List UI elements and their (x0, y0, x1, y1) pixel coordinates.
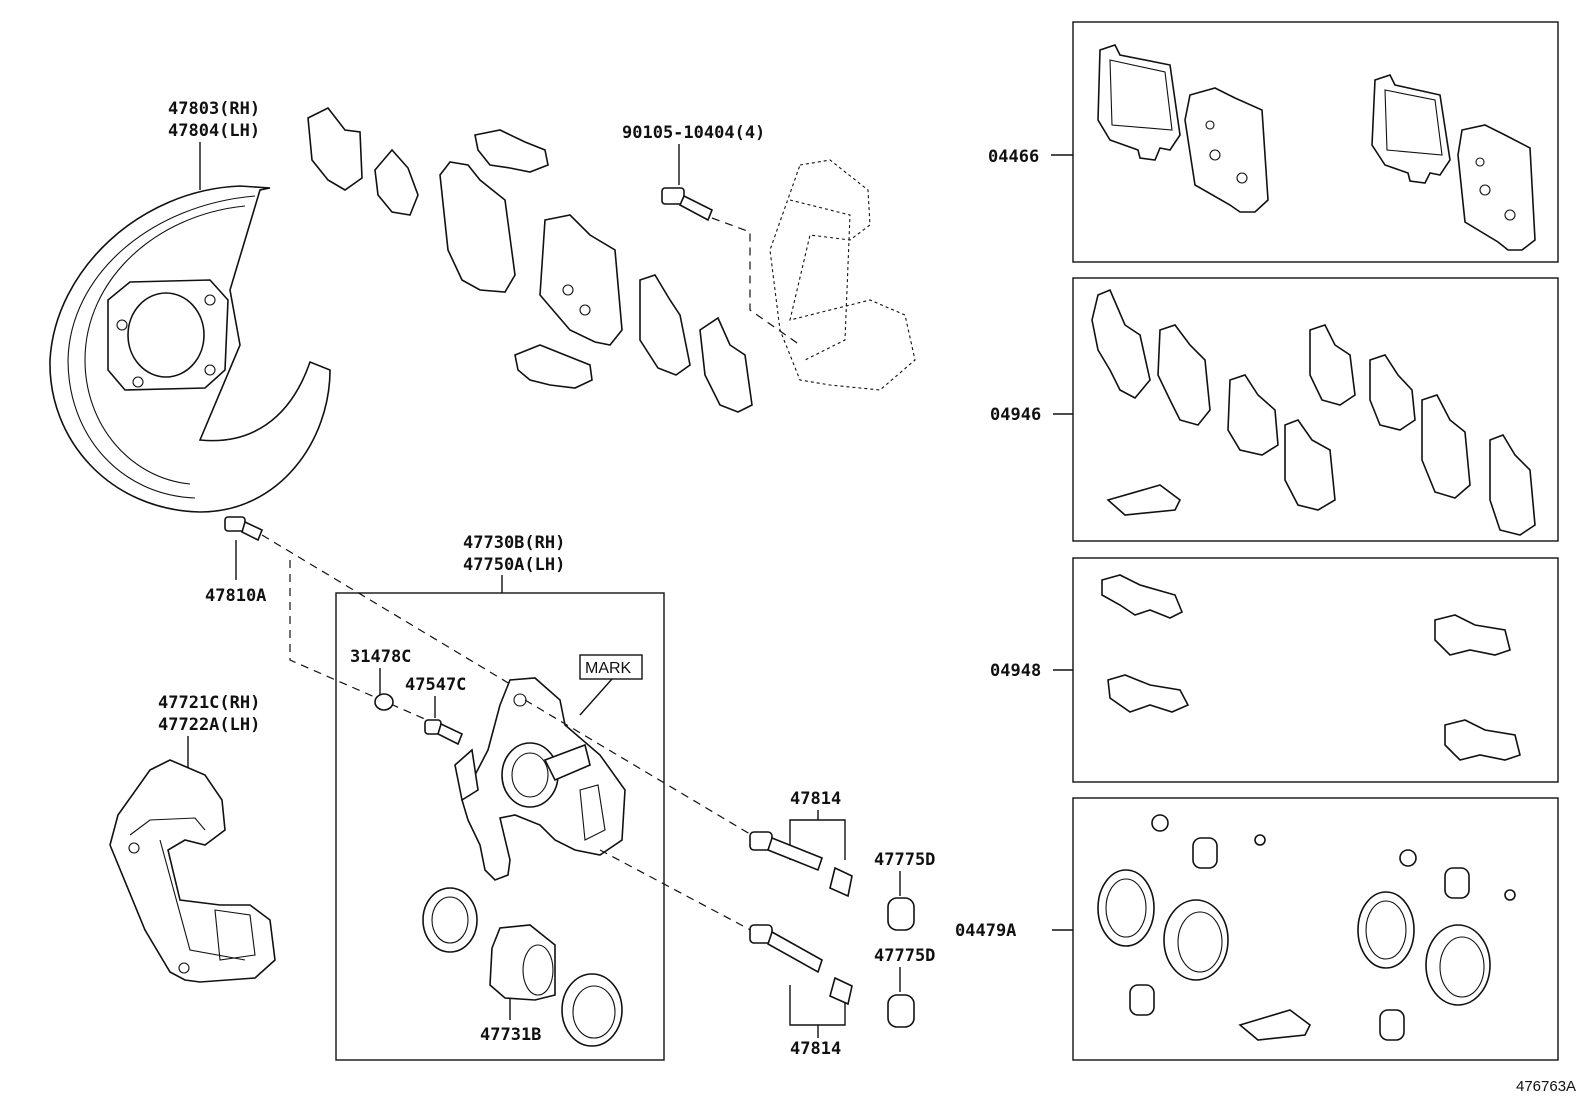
caliper-rh-label[interactable]: 47730B(RH) (463, 533, 565, 553)
backing-plate-rh-label[interactable]: 47803(RH) (168, 99, 260, 119)
piston-label[interactable]: 47731B (480, 1025, 541, 1045)
mark-box (579, 654, 643, 680)
bleeder-bolt-dashline-b (289, 560, 451, 731)
pin-top-bracket (789, 819, 846, 860)
bolt-top-label[interactable]: 90105-10404(4) (622, 123, 765, 143)
kit-shims-label[interactable]: 04946 (990, 405, 1041, 425)
mounting-rh-label[interactable]: 47721C(RH) (158, 693, 260, 713)
mark-label[interactable]: MARK (585, 660, 632, 677)
backing-plate-lh-label[interactable]: 47804(LH) (168, 121, 260, 141)
bleeder-bolt-drawing (224, 516, 264, 542)
boot-top-drawing (887, 897, 915, 931)
kit-clips-label[interactable]: 04948 (990, 661, 1041, 681)
figure-code: 476763A (1516, 1078, 1576, 1095)
pin-top-drawing (749, 831, 853, 898)
bleeder-plug-label[interactable]: 47547C (405, 675, 466, 695)
kit-box-seals (1072, 797, 1559, 1061)
pin-bottom-bracket (789, 985, 846, 1026)
bleeder-plug-drawing (424, 719, 464, 746)
bleeder-cap-label[interactable]: 31478C (350, 647, 411, 667)
caliper-box (335, 592, 665, 1061)
bolt-top-dashline (711, 217, 801, 346)
kit-seals-label[interactable]: 04479A (955, 921, 1016, 941)
caliper-lh-label[interactable]: 47750A(LH) (463, 555, 565, 575)
caliper-body-drawing (454, 677, 626, 881)
mounting-bracket-drawing (109, 759, 276, 983)
kit-seals-drawing (1097, 814, 1516, 1041)
kit-pads-drawing (1097, 44, 1536, 251)
caliper-pin-dashline-b (599, 849, 761, 936)
mark-leader (579, 678, 613, 716)
kit-shims-drawing (1091, 288, 1536, 536)
kit-box-pads (1072, 21, 1559, 263)
caliper-pin-dashline-a (524, 699, 761, 841)
boot-bottom-drawing (887, 994, 915, 1028)
top-pads-drawing (307, 106, 753, 413)
bleeder-bolt-label[interactable]: 47810A (205, 586, 266, 606)
boot-bottom-label[interactable]: 47775D (874, 946, 935, 966)
boot-top-label[interactable]: 47775D (874, 850, 935, 870)
kit-clips-drawing (1101, 574, 1521, 761)
kit-box-shims (1072, 277, 1559, 542)
mounting-dotted-drawing (769, 159, 916, 391)
pin-bottom-drawing (749, 924, 853, 1006)
piston-seal-drawing (422, 887, 623, 1047)
kit-pads-label[interactable]: 04466 (988, 147, 1039, 167)
backing-plate-drawing (49, 185, 331, 513)
mounting-lh-label[interactable]: 47722A(LH) (158, 715, 260, 735)
bleeder-cap-drawing (374, 693, 394, 711)
pin-bottom-label[interactable]: 47814 (790, 1039, 841, 1059)
bolt-top-drawing (661, 187, 714, 222)
pin-top-label[interactable]: 47814 (790, 789, 841, 809)
